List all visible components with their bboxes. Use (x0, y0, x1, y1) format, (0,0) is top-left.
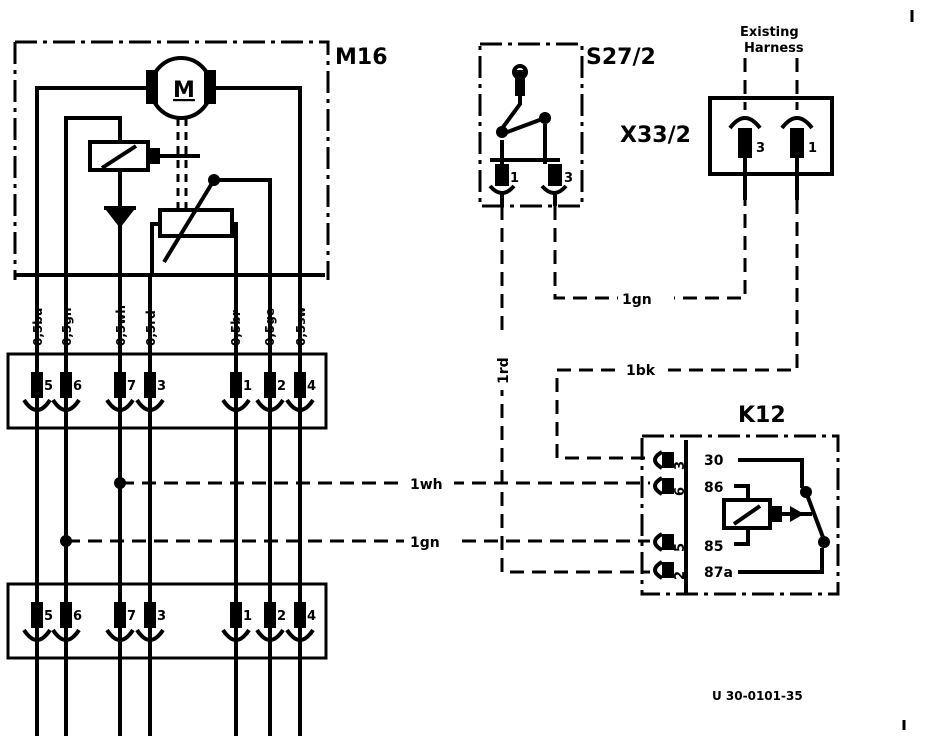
upper-connector-pin-2: 2 (255, 372, 286, 412)
lower-connector-pin-3: 3 (135, 602, 166, 642)
upper-connector-pin-1: 1 (221, 372, 252, 412)
upper-connector-pin-5: 5 (22, 372, 53, 412)
x33-2-pin-3: 3 (756, 141, 765, 156)
x33-2-housing (708, 96, 834, 176)
potentiometer-symbol (150, 174, 272, 275)
x33-2-label: X33/2 (620, 123, 691, 148)
interconnect-wires: 1gn 1bk 1rd 1wh 1gn (66, 200, 799, 574)
diode-symbol (104, 196, 136, 275)
k12-pin-3: 3 (673, 461, 688, 470)
upper-connector-pin-label: 7 (127, 379, 136, 394)
lower-connector-pin-label: 3 (157, 609, 166, 624)
header-note-line2: Harness (744, 41, 804, 56)
upper-connector-pin-7: 7 (105, 372, 136, 412)
existing-harness-wires (743, 58, 799, 110)
k12-housing (640, 434, 840, 596)
lower-connector-pin-label: 7 (127, 609, 136, 624)
upper-connector-block: 5 6 7 3 1 2 4 (6, 352, 328, 430)
m16-motor-leads (35, 86, 302, 275)
wire-label-wh: 1wh (410, 477, 443, 493)
wire-bk (555, 200, 799, 460)
lower-connector-pin-4: 4 (285, 602, 316, 642)
solenoid-symbol (64, 116, 200, 275)
s27-2-component: S27/2 1 3 (478, 42, 656, 208)
s27-2-pin-3: 3 (564, 171, 573, 186)
k12-terminal-30: 30 (704, 453, 724, 469)
motor-symbol: M (146, 56, 216, 120)
k12-pin-5: 5 (673, 543, 688, 552)
s27-2-housing (478, 42, 584, 208)
lower-connector-pin-label: 6 (73, 609, 82, 624)
m16-bus-wires (35, 275, 302, 736)
motor-m-label: M (173, 78, 195, 103)
s27-2-pin-1: 1 (510, 171, 519, 186)
k12-internal-wiring (734, 458, 824, 574)
lower-connector-pin-5: 5 (22, 602, 53, 642)
wire-label-rd: 1rd (496, 357, 512, 384)
k12-terminal-85: 85 (704, 539, 723, 555)
m16-wire-labels: 0,5bu 0,5gn 0,5wh 0,5rd 0,5br 0,5ge 0,5s… (31, 305, 308, 346)
upper-connector-pin-label: 4 (307, 379, 316, 394)
m16-housing (13, 40, 330, 280)
lower-connector-pin-label: 4 (307, 609, 316, 624)
k12-component: K12 3 6 5 2 30 86 85 87a (640, 403, 840, 596)
upper-connector-pin-label: 1 (243, 379, 252, 394)
lower-connector-pin-6: 6 (51, 602, 82, 642)
m16-label: M16 (335, 45, 388, 70)
upper-connector-pin-label: 6 (73, 379, 82, 394)
lower-connector-block: 5 6 7 3 1 2 4 (6, 582, 328, 660)
x33-2-component: Existing Harness X33/2 3 1 (620, 25, 834, 200)
lower-connector-pin-7: 7 (105, 602, 136, 642)
lower-connector-pin-2: 2 (255, 602, 286, 642)
upper-connector-pin-6: 6 (51, 372, 82, 412)
x33-2-pin-1: 1 (808, 141, 817, 156)
lower-connector-pin-label: 2 (277, 609, 286, 624)
k12-pin-6: 6 (673, 487, 688, 496)
upper-connector-pin-4: 4 (285, 372, 316, 412)
motor-shaft (176, 118, 188, 212)
document-number: U 30-0101-35 (712, 689, 803, 703)
lower-connector-pin-1: 1 (221, 602, 252, 642)
upper-connector-pin-label: 5 (44, 379, 53, 394)
upper-connector-pin-label: 3 (157, 379, 166, 394)
m16-component: M16 M (13, 40, 388, 280)
wire-label-bk: 1bk (626, 363, 656, 379)
upper-connector-pin-label: 2 (277, 379, 286, 394)
k12-terminal-86: 86 (704, 480, 723, 496)
k12-sockets: 3 6 5 2 (653, 450, 688, 580)
k12-label: K12 (738, 403, 786, 428)
wire-gn-top (553, 200, 747, 300)
header-note-line1: Existing (740, 25, 799, 40)
k12-pin-2: 2 (673, 571, 688, 580)
k12-terminal-87a: 87a (704, 565, 733, 581)
lower-connector-pin-label: 1 (243, 609, 252, 624)
wire-rd (500, 206, 650, 574)
wire-label-gn-bottom: 1gn (410, 535, 440, 551)
upper-connector-pin-3: 3 (135, 372, 166, 412)
s27-2-label: S27/2 (586, 45, 656, 70)
wire-label-gn-top: 1gn (622, 292, 652, 308)
lower-connector-pin-label: 5 (44, 609, 53, 624)
